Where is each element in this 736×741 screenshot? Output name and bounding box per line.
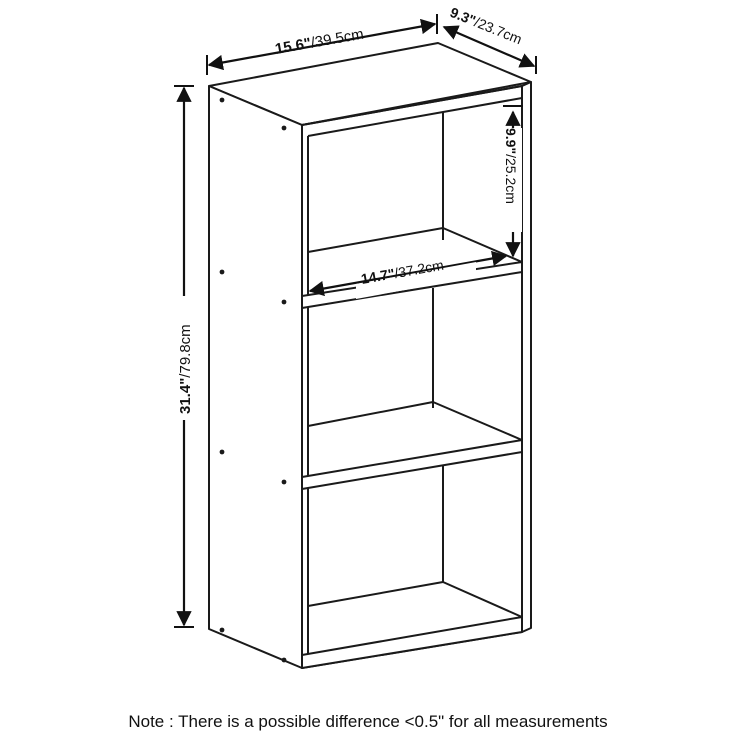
back-panel bbox=[301, 85, 523, 669]
height-dimension: 31.4"/79.8cm bbox=[174, 85, 194, 628]
shelf-middle bbox=[301, 439, 523, 490]
shelf-height-dimension: 9.9"/25.2cm bbox=[503, 105, 523, 258]
right-side-edge bbox=[521, 81, 532, 633]
shelf-bottom bbox=[301, 616, 523, 669]
bookshelf bbox=[208, 42, 532, 669]
height-label: 31.4"/79.8cm bbox=[177, 324, 194, 414]
measurement-note: Note : There is a possible difference <0… bbox=[128, 712, 608, 731]
width-label: 15.6"/39.5cm bbox=[274, 26, 365, 58]
left-side-panel bbox=[208, 85, 303, 669]
depth-label: 9.3"/23.7cm bbox=[448, 4, 524, 47]
screw-holes bbox=[219, 97, 287, 663]
shelf-height-label: 9.9"/25.2cm bbox=[503, 128, 519, 204]
